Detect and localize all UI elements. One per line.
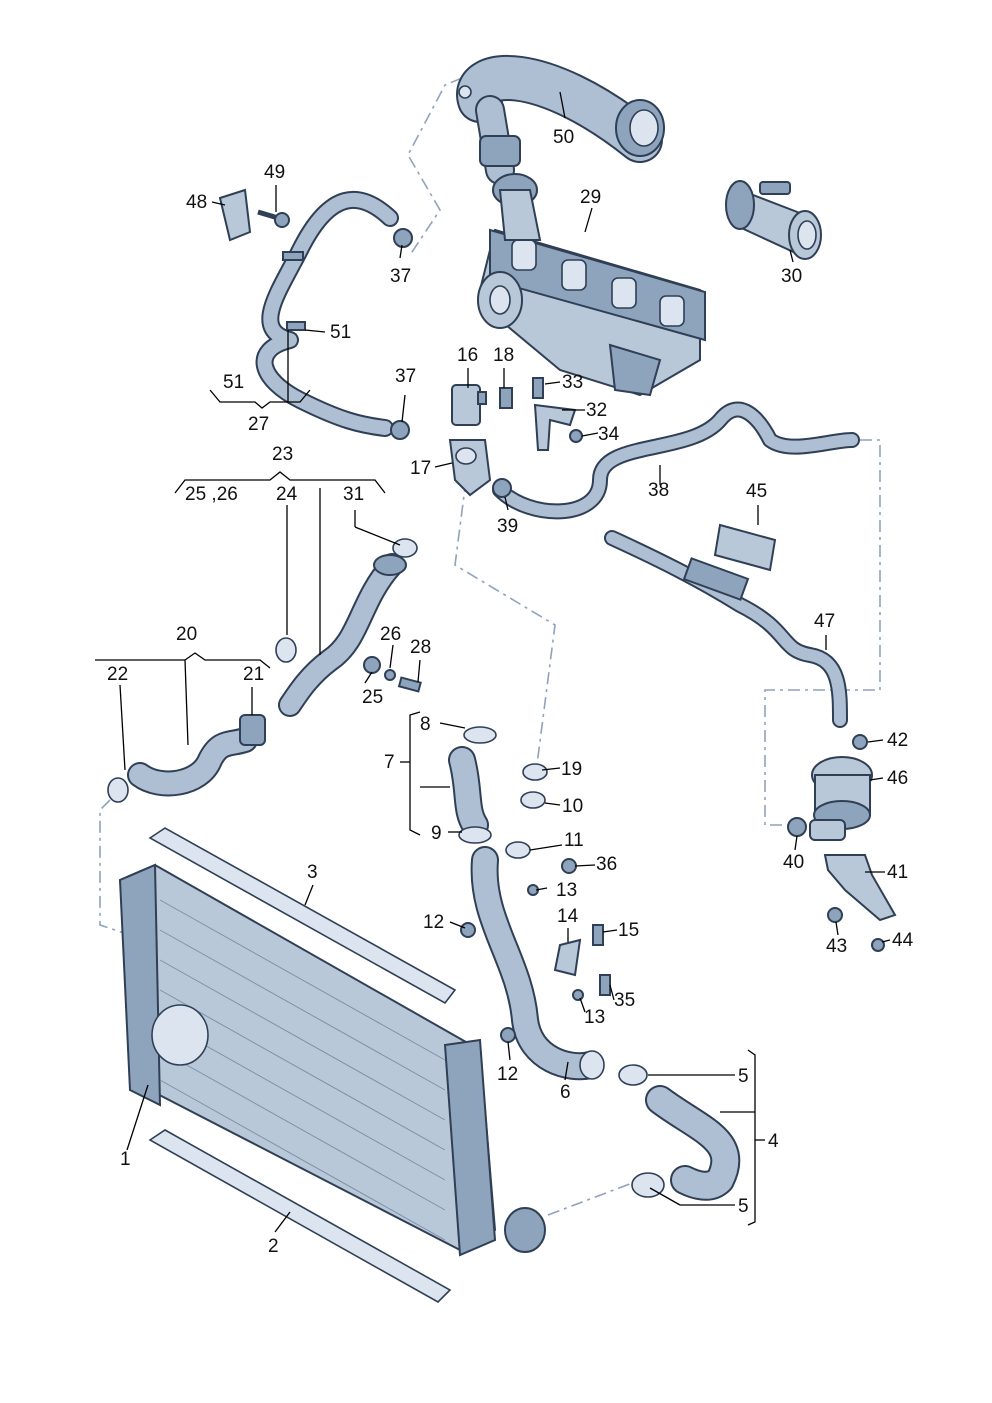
callout-10: 10 bbox=[562, 796, 583, 817]
callout-12a: 12 bbox=[423, 912, 444, 933]
callout-25: 25 bbox=[362, 687, 383, 708]
callout-17: 17 bbox=[410, 458, 431, 479]
part-5-clamps bbox=[618, 1064, 665, 1198]
callout-6: 6 bbox=[560, 1082, 571, 1103]
callout-20: 20 bbox=[176, 624, 197, 645]
callout-47: 47 bbox=[814, 611, 835, 632]
intercooler-fins bbox=[159, 899, 446, 1241]
callout-39: 39 bbox=[497, 516, 518, 537]
part-3-seal-strip bbox=[148, 827, 457, 1005]
part-29-turbocharger-manifold bbox=[477, 173, 706, 397]
callout-18: 18 bbox=[493, 345, 514, 366]
callout-44: 44 bbox=[892, 930, 914, 951]
part-48-bracket bbox=[218, 188, 252, 242]
callout-16: 16 bbox=[457, 345, 478, 366]
callout-34: 34 bbox=[598, 424, 620, 445]
callout-36: 36 bbox=[596, 854, 617, 875]
part-25-26-28-fasteners bbox=[363, 656, 422, 693]
callout-51b: 51 bbox=[223, 372, 244, 393]
part-14-15-35-parts bbox=[553, 924, 611, 996]
callout-37a: 37 bbox=[390, 266, 411, 287]
callout-31: 31 bbox=[343, 484, 364, 505]
part-41-bracket bbox=[823, 854, 897, 922]
callout-48: 48 bbox=[186, 192, 207, 213]
callout-1: 1 bbox=[120, 1149, 131, 1170]
callout-50: 50 bbox=[553, 127, 574, 148]
callout-5a: 5 bbox=[738, 1066, 749, 1087]
callout-15: 15 bbox=[618, 920, 639, 941]
part-27-breather-hose bbox=[255, 190, 399, 437]
callout-49: 49 bbox=[264, 162, 285, 183]
part-12-13-36-fasteners bbox=[460, 858, 584, 1043]
part-32-bracket bbox=[533, 403, 583, 451]
part-1-intercooler bbox=[118, 863, 546, 1257]
callout-45: 45 bbox=[746, 481, 767, 502]
callout-43: 43 bbox=[826, 936, 847, 957]
callout-7: 7 bbox=[384, 752, 395, 773]
part-30-air-mass-meter bbox=[725, 180, 822, 260]
part-17-connector bbox=[448, 439, 492, 497]
part-49-bolt bbox=[257, 209, 290, 228]
callout-37b: 37 bbox=[395, 366, 416, 387]
callout-5b: 5 bbox=[738, 1196, 749, 1217]
part-40-clip bbox=[787, 817, 807, 837]
callout-13a: 13 bbox=[556, 880, 577, 901]
part-10-11-19-clamps bbox=[505, 763, 548, 859]
callout-30: 30 bbox=[781, 266, 802, 287]
callout-8: 8 bbox=[420, 714, 431, 735]
callout-2: 2 bbox=[268, 1236, 279, 1257]
callout-24: 24 bbox=[276, 484, 298, 505]
callout-35: 35 bbox=[614, 990, 635, 1011]
callout-33: 33 bbox=[562, 372, 583, 393]
callout-4: 4 bbox=[768, 1131, 779, 1152]
part-37-clips bbox=[390, 228, 413, 440]
part-50-intake-pipe bbox=[456, 54, 665, 185]
callout-46: 46 bbox=[887, 768, 908, 789]
callout-29: 29 bbox=[580, 187, 601, 208]
callout-25-26: 25 ,26 bbox=[185, 484, 238, 505]
callout-26: 26 bbox=[380, 624, 401, 645]
leader-lines bbox=[95, 91, 891, 1233]
callout-14: 14 bbox=[557, 906, 579, 927]
callout-23: 23 bbox=[272, 444, 293, 465]
part-4-hose bbox=[645, 1085, 741, 1201]
callout-41: 41 bbox=[887, 862, 908, 883]
part-47-hose bbox=[604, 530, 848, 728]
part-8-9-clamps bbox=[458, 726, 497, 844]
callout-32: 32 bbox=[586, 400, 607, 421]
callout-9: 9 bbox=[431, 823, 442, 844]
part-45-sleeve bbox=[713, 523, 777, 572]
part-7-hose bbox=[448, 746, 489, 839]
callout-19: 19 bbox=[561, 759, 582, 780]
part-6-charge-air-pipe bbox=[470, 846, 605, 1081]
part-2-seal-strip bbox=[148, 1129, 452, 1303]
callout-labels: 1 2 3 4 5 5 6 7 8 9 10 11 12 12 13 13 14… bbox=[107, 127, 914, 1257]
part-18-33-screws bbox=[499, 377, 544, 409]
callout-38: 38 bbox=[648, 480, 669, 501]
callout-28: 28 bbox=[410, 637, 431, 658]
callout-27: 27 bbox=[248, 414, 269, 435]
part-38-hose bbox=[492, 401, 860, 520]
callout-12b: 12 bbox=[497, 1064, 518, 1085]
callout-42: 42 bbox=[887, 730, 908, 751]
part-20-charge-air-hose bbox=[107, 714, 266, 803]
callout-3: 3 bbox=[307, 862, 318, 883]
callout-22: 22 bbox=[107, 664, 128, 685]
part-16-sensor bbox=[451, 384, 487, 426]
part-46-pump bbox=[809, 734, 873, 841]
callout-40: 40 bbox=[783, 852, 804, 873]
part-24-charge-air-pipe bbox=[275, 538, 418, 717]
part-43-44-nuts bbox=[827, 907, 885, 952]
callout-13b: 13 bbox=[584, 1007, 605, 1028]
callout-21: 21 bbox=[243, 664, 264, 685]
callout-11: 11 bbox=[564, 830, 584, 851]
callout-51a: 51 bbox=[330, 322, 351, 343]
